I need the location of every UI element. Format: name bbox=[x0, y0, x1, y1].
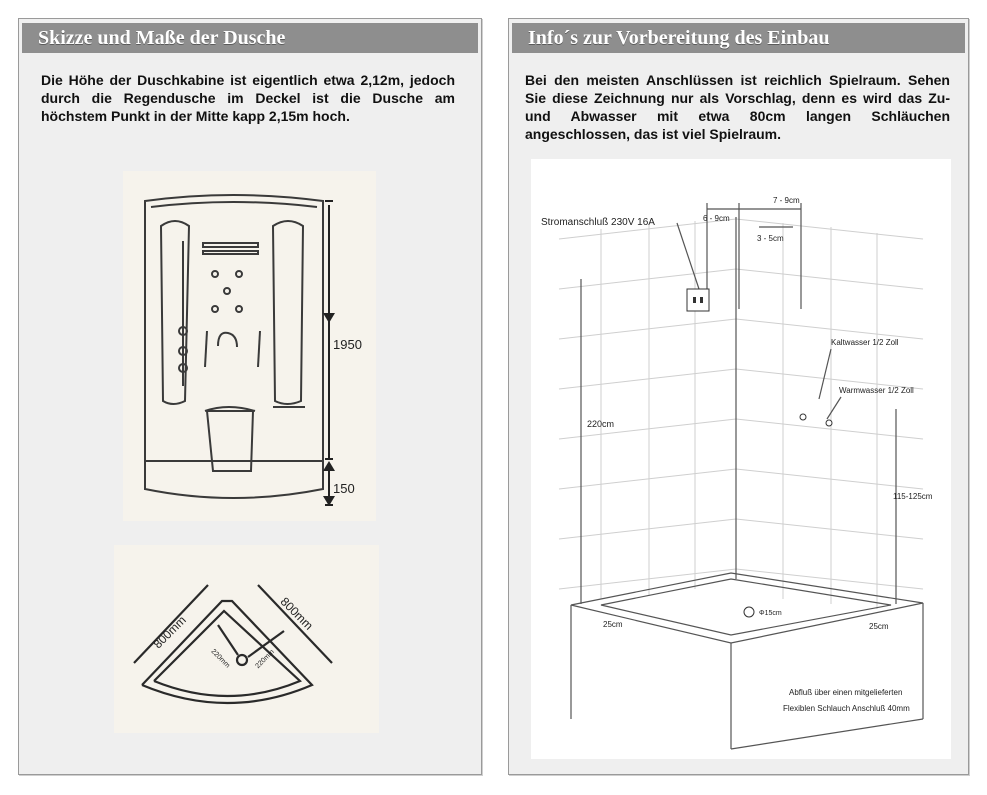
cold-water-label: Kaltwasser 1/2 Zoll bbox=[831, 338, 899, 347]
dim-cabin-height: 1950 bbox=[333, 337, 362, 352]
panel-title: Info´s zur Vorbereitung des Einbau bbox=[512, 23, 965, 53]
panel-title: Skizze und Maße der Dusche bbox=[22, 23, 478, 53]
power-label: Stromanschluß 230V 16A bbox=[541, 217, 655, 228]
drain-diameter: Φ15cm bbox=[759, 610, 782, 617]
dim-25-left: 25cm bbox=[603, 620, 623, 629]
warm-water-label: Warmwasser 1/2 Zoll bbox=[839, 386, 914, 395]
dim-7-9: 7 - 9cm bbox=[773, 196, 800, 205]
sketch-panel: Skizze und Maße der Dusche Die Höhe der … bbox=[18, 18, 482, 775]
height-label: 220cm bbox=[587, 419, 614, 429]
installation-panel: Info´s zur Vorbereitung des Einbau Bei d… bbox=[508, 18, 969, 775]
top-view-sketch: 800mm 800mm 220mm 220mm bbox=[114, 545, 379, 733]
water-height-label: 115-125cm bbox=[893, 492, 933, 501]
dim-25-right: 25cm bbox=[869, 622, 889, 631]
installation-drawing: Stromanschluß 230V 16A 6 - 9cm 7 - 9cm 3… bbox=[531, 159, 951, 759]
drain-note-1: Abfluß über einen mitgelieferten bbox=[789, 688, 902, 697]
dim-base-height: 150 bbox=[333, 481, 355, 496]
installation-diagram: Stromanschluß 230V 16A 6 - 9cm 7 - 9cm 3… bbox=[541, 196, 933, 750]
drain-note-2: Flexiblen Schlauch Anschluß 40mm bbox=[783, 704, 910, 713]
dim-drain-a: 220mm bbox=[210, 648, 232, 670]
dim-drain-b: 220mm bbox=[254, 648, 276, 670]
dim-6-9: 6 - 9cm bbox=[703, 214, 730, 223]
top-view-drawing: 800mm 800mm 220mm 220mm bbox=[133, 584, 333, 705]
panel-description: Die Höhe der Duschkabine ist eigentlich … bbox=[41, 72, 455, 124]
front-view-sketch: 1950 150 bbox=[123, 171, 376, 521]
dim-3-5: 3 - 5cm bbox=[757, 234, 784, 243]
front-view-drawing: 1950 150 bbox=[144, 194, 362, 506]
panel-description: Bei den meisten Anschlüssen ist reichlic… bbox=[525, 72, 950, 142]
dim-side-a: 800mm bbox=[151, 613, 189, 651]
